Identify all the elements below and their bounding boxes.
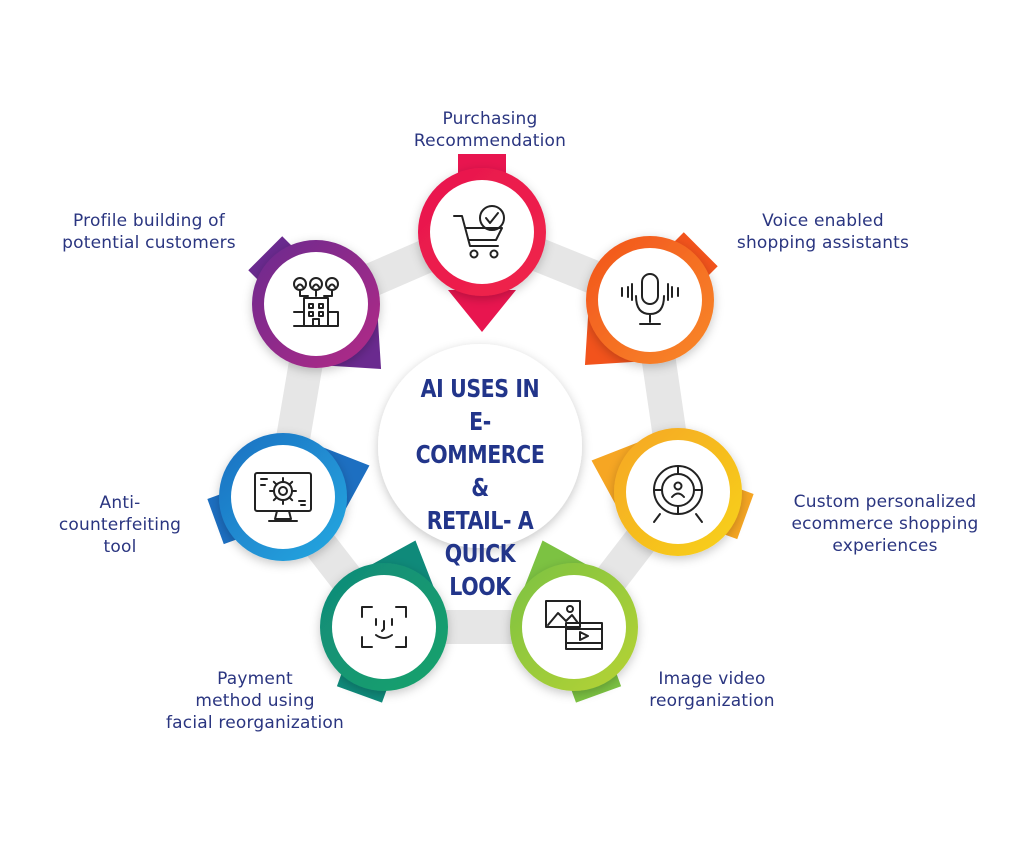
- node-image: [510, 540, 638, 703]
- node-disk-voice: [598, 248, 702, 352]
- label-custom: Custom personalized ecommerce shopping e…: [791, 492, 979, 556]
- center-circle-shape: [378, 344, 582, 548]
- monitor-gear-icon: [254, 472, 312, 522]
- customers-building-icon: [293, 277, 339, 327]
- center-title-line-3: RETAIL- A QUICK: [426, 506, 534, 568]
- center-circle: [378, 344, 582, 548]
- label-anti: Anti- counterfeiting tool: [58, 493, 182, 557]
- label-voice: Voice enabled shopping assistants: [736, 211, 910, 253]
- node-profile: [248, 236, 382, 370]
- label-purchasing: Purchasing Recommendation: [413, 109, 567, 151]
- label-profile: Profile building of potential customers: [62, 211, 236, 253]
- microphone-icon: [621, 273, 679, 325]
- face-scan-icon: [361, 606, 407, 648]
- node-custom: [591, 428, 754, 556]
- node-disk-purchasing: [430, 180, 534, 284]
- label-image: Image video reorganization: [649, 669, 775, 711]
- image-video-icon: [545, 600, 603, 650]
- node-disk-anti: [231, 445, 335, 549]
- label-payment: Payment method using facial reorganizati…: [166, 669, 344, 733]
- center-title-line-4: LOOK: [449, 572, 511, 601]
- target-user-icon: [653, 465, 703, 523]
- node-voice: [584, 232, 718, 366]
- node-purchasing: [418, 154, 546, 332]
- shopping-cart-check-icon: [453, 205, 505, 259]
- center-title: AI USES IN E-COMMERCE & RETAIL- A QUICK …: [406, 372, 554, 603]
- node-disk-custom: [626, 440, 730, 544]
- node-anti: [207, 433, 370, 561]
- node-layer: [207, 154, 754, 703]
- center-title-line-1: AI USES IN: [420, 374, 540, 403]
- center-title-line-2: E-COMMERCE &: [415, 407, 545, 502]
- node-disk-profile: [264, 252, 368, 356]
- node-payment: [320, 540, 448, 703]
